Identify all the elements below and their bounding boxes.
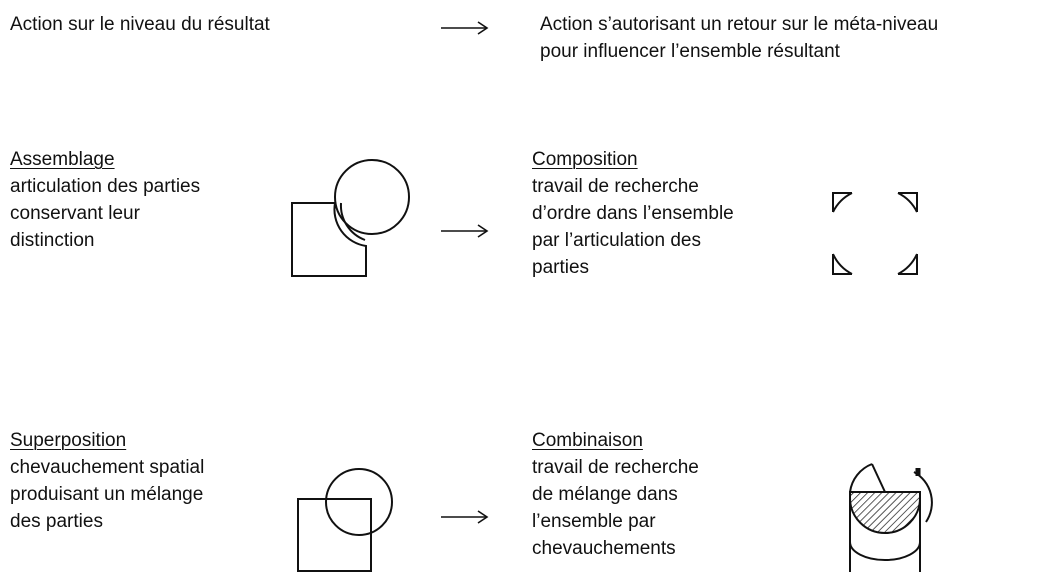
header-left-text: Action sur le niveau du résultat [10, 14, 270, 35]
superposition-line-3: des parties [10, 511, 103, 532]
composition-line-4: parties [532, 257, 590, 278]
superposition-arrow-icon [441, 510, 489, 524]
assemblage-arrow-icon [441, 224, 489, 238]
header-right-text: Action s’autorisant un retour sur le mét… [540, 11, 938, 65]
combinaison-line-3: l’ensemble par [532, 511, 656, 532]
assemblage-icon [291, 159, 410, 277]
composition-text: Composition travail de recherche d’ordre… [532, 146, 734, 281]
combinaison-line-1: travail de recherche [532, 457, 699, 478]
combinaison-line-2: de mélange dans [532, 484, 678, 505]
superposition-title: Superposition [10, 430, 127, 451]
superposition-line-1: chevauchement spatial [10, 457, 205, 478]
composition-icon [832, 192, 918, 275]
composition-line-1: travail de recherche [532, 176, 699, 197]
combinaison-text: Combinaison travail de recherche de méla… [532, 427, 699, 562]
combinaison-title: Combinaison [532, 430, 643, 451]
combinaison-icon [849, 463, 933, 572]
header-right-line-2: pour influencer l’ensemble résultant [540, 41, 840, 62]
assemblage-line-2: conservant leur [10, 203, 140, 224]
composition-line-2: d’ordre dans l’ensemble [532, 203, 734, 224]
assemblage-title: Assemblage [10, 149, 115, 170]
composition-title: Composition [532, 149, 638, 170]
composition-line-3: par l’articulation des [532, 230, 701, 251]
assemblage-text: Assemblage articulation des parties cons… [10, 146, 200, 254]
superposition-icon [297, 468, 393, 572]
header-arrow-icon [441, 21, 489, 35]
assemblage-line-3: distinction [10, 230, 95, 251]
header-right-line-1: Action s’autorisant un retour sur le mét… [540, 14, 939, 35]
superposition-line-2: produisant un mélange [10, 484, 204, 505]
superposition-text: Superposition chevauchement spatial prod… [10, 427, 204, 535]
combinaison-line-4: chevauchements [532, 538, 676, 559]
assemblage-line-1: articulation des parties [10, 176, 201, 197]
